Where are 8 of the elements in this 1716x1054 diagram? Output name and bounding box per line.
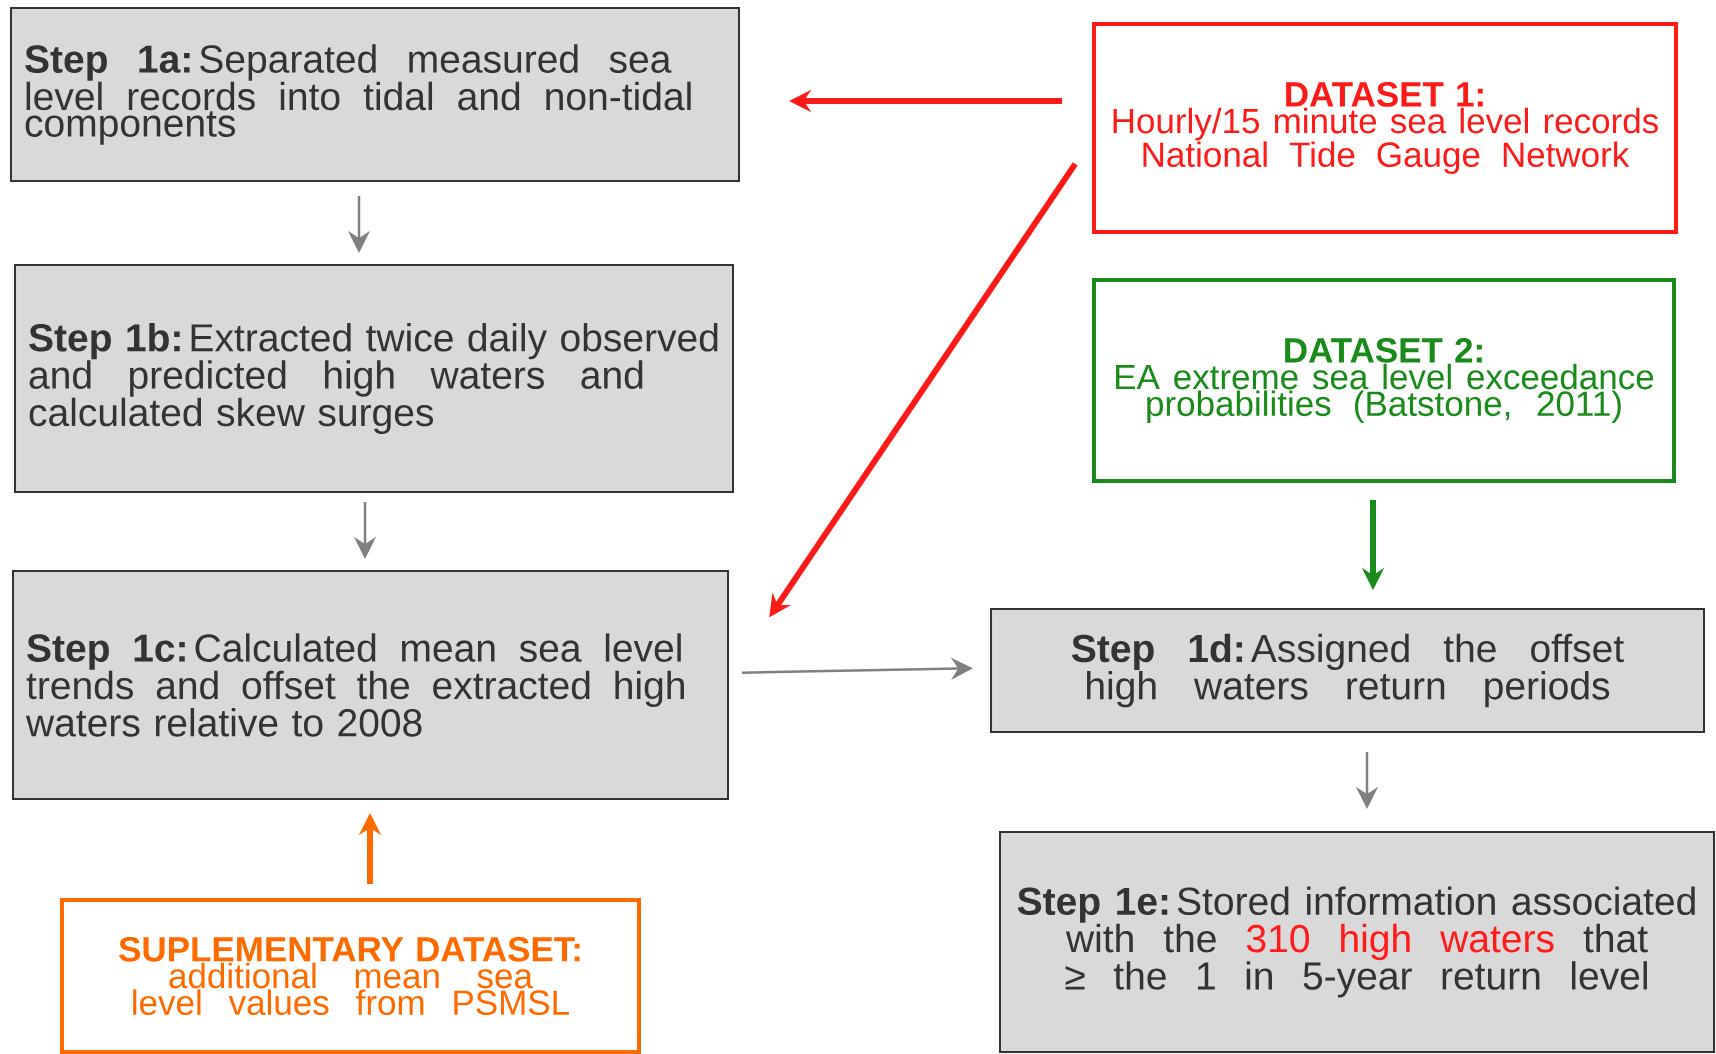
step-box: Step 1c: Calculated mean sea level trends and offset the extracted high waters relative to 2008 (12, 570, 729, 800)
dataset-box: SUPLEMENTARY DATASET: additional mean sea level values from PSMSL (60, 898, 641, 1054)
step-box: Step 1d: Assigned the offset high waters return periods (990, 608, 1705, 733)
step-box: Step 1a: Separated measured sea level records into tidal and non-tidal components (10, 7, 740, 182)
dataset-box: DATASET 2: EA extreme sea level exceedance probabilities (Batstone, 2011) (1092, 278, 1676, 483)
dataset-box: DATASET 1: Hourly/15 minute sea level records National Tide Gauge Network (1092, 22, 1678, 234)
step-box: Step 1e: Stored information associated with the 310 high waters that ≥ the 1 in 5-year return level (999, 831, 1715, 1053)
step-box: Step 1b: Extracted twice daily observed and predicted high waters and calculated skew surges (14, 264, 734, 493)
